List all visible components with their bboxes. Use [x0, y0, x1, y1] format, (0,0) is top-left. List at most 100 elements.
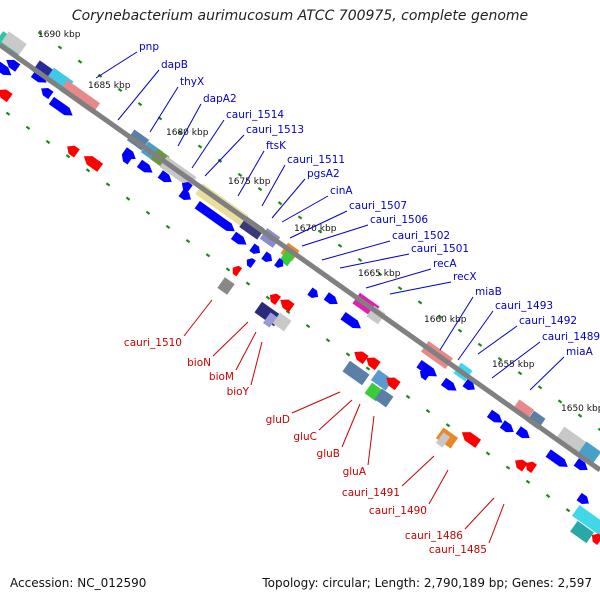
reverse-gene-arrow — [67, 145, 80, 158]
accession-text: Accession: NC_012590 — [10, 576, 147, 590]
outer-tick-mark — [557, 399, 563, 404]
map-title: Corynebacterium aurimucosum ATCC 700975,… — [71, 8, 529, 24]
forward-gene-label: miaA — [566, 346, 594, 358]
inner-tick-mark — [245, 281, 251, 286]
forward-gene-arrow — [340, 311, 361, 329]
forward-gene-label: recX — [453, 271, 477, 283]
label-leaders — [95, 51, 565, 544]
reverse-label-leader — [235, 331, 257, 371]
inner-tick-mark — [305, 323, 311, 329]
tick-label: 1675 kbp — [228, 177, 271, 187]
forward-gene-label: cauri_1506 — [370, 214, 428, 226]
forward-gene-label: dapB — [161, 59, 188, 71]
reverse-label-leader — [318, 399, 353, 431]
forward-label-leader — [117, 69, 160, 121]
forward-gene-arrow — [194, 201, 235, 232]
forward-gene-arrow — [576, 492, 589, 505]
forward-label-leader — [95, 51, 138, 79]
forward-label-leader — [301, 224, 369, 247]
forward-gene-arrow — [419, 370, 431, 381]
inner-tick-mark — [365, 366, 371, 371]
inner-tick-mark — [25, 125, 31, 130]
reverse-gene-arrow — [0, 89, 13, 103]
outer-tick-mark — [457, 328, 463, 333]
forward-gene-label: cauri_1513 — [246, 124, 304, 136]
forward-gene-arrow — [157, 170, 172, 183]
forward-gene-label: cauri_1511 — [287, 154, 345, 166]
category-box — [556, 426, 588, 454]
inner-tick-mark — [505, 465, 511, 470]
reverse-gene-arrow — [354, 351, 369, 365]
forward-gene-arrow — [249, 243, 261, 254]
forward-gene-arrow — [181, 182, 193, 193]
forward-gene-label: cauri_1507 — [349, 200, 407, 212]
reverse-gene-label: gluC — [293, 431, 317, 443]
inner-tick-mark — [165, 224, 171, 230]
reverse-label-leader — [291, 391, 341, 414]
tick-label: 1665 kbp — [358, 269, 401, 279]
reverse-gene-arrow — [83, 156, 104, 172]
forward-gene-arrow — [545, 449, 568, 467]
forward-gene-arrow — [416, 359, 437, 377]
category-box — [571, 505, 600, 539]
inner-tick-mark — [5, 111, 11, 116]
forward-gene-label: ftsK — [266, 140, 287, 152]
reverse-gene-label: cauri_1510 — [124, 337, 182, 349]
forward-gene-arrow — [41, 87, 54, 100]
reverse-gene-arrow — [461, 432, 482, 448]
forward-gene-arrow — [486, 409, 503, 423]
forward-label-leader — [339, 253, 410, 269]
reverse-gene-arrow — [269, 293, 281, 305]
category-box — [370, 369, 394, 391]
inner-tick-mark — [345, 352, 351, 357]
reverse-label-leader — [401, 455, 435, 487]
outer-tick-mark — [297, 215, 303, 220]
category-box — [435, 432, 451, 448]
reverse-label-leader — [183, 299, 213, 337]
forward-gene-label: cauri_1492 — [519, 315, 577, 327]
forward-gene-arrow — [48, 96, 73, 116]
forward-gene-label: miaB — [475, 286, 502, 298]
reverse-gene-label: cauri_1485 — [429, 544, 487, 556]
category-box — [1, 31, 27, 55]
outer-tick-mark — [537, 385, 543, 390]
tick-label: 1680 kbp — [166, 128, 209, 138]
inner-tick-mark — [85, 168, 91, 173]
inner-tick-mark — [325, 338, 331, 343]
forward-gene-arrow — [136, 159, 153, 173]
forward-label-leader — [365, 268, 432, 289]
category-box — [262, 312, 278, 328]
category-box — [239, 216, 265, 240]
reverse-label-leader — [250, 341, 263, 386]
reverse-gene-arrow — [591, 533, 600, 545]
inner-tick-mark — [285, 309, 291, 314]
category-box — [578, 441, 600, 463]
forward-label-leader — [204, 134, 245, 177]
inner-tick-mark — [545, 493, 551, 499]
outer-tick-mark — [57, 45, 63, 50]
outer-tick-mark — [597, 427, 600, 432]
category-box — [342, 360, 370, 386]
forward-gene-arrow — [246, 258, 256, 268]
forward-gene-arrow — [499, 420, 514, 433]
forward-label-leader — [149, 86, 179, 133]
tick-label: 1690 kbp — [38, 30, 81, 40]
forward-label-leader — [261, 164, 286, 207]
reverse-gene-label: bioM — [209, 371, 234, 383]
forward-gene-arrow — [515, 426, 530, 439]
forward-label-leader — [389, 281, 452, 295]
reverse-label-leader — [428, 469, 449, 505]
forward-gene-label: thyX — [180, 76, 204, 88]
forward-gene-arrow — [121, 154, 133, 165]
forward-gene-label: dapA2 — [203, 93, 237, 105]
forward-gene-label: cauri_1501 — [411, 243, 469, 255]
category-box — [59, 80, 101, 114]
category-box — [511, 399, 535, 421]
inner-tick-mark — [105, 182, 111, 187]
reverse-gene-arrow — [366, 357, 381, 371]
inner-tick-mark — [205, 253, 211, 258]
inner-tick-mark — [525, 479, 531, 484]
tick-label: 1660 kbp — [424, 315, 467, 325]
outer-tick-mark — [117, 87, 123, 93]
inner-tick-mark — [405, 394, 411, 399]
